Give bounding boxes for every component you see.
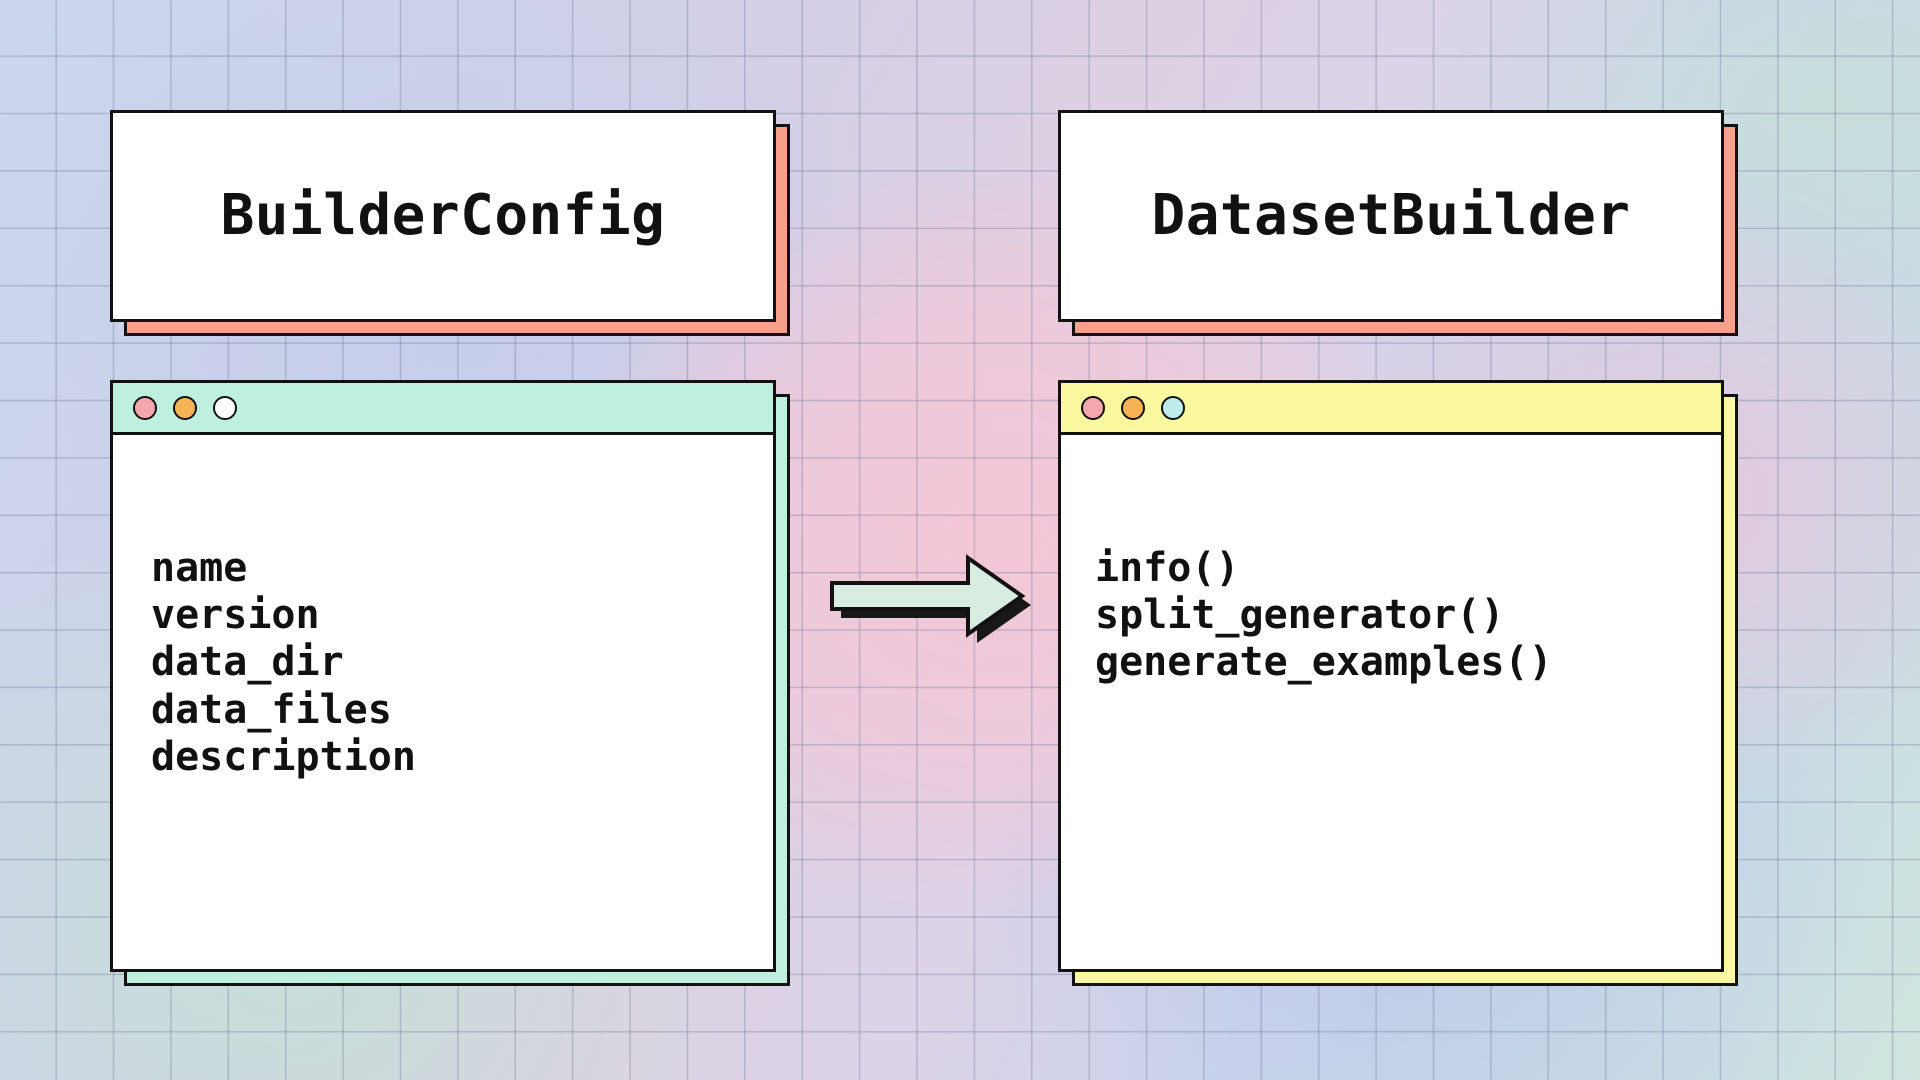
dataset-builder-body: info() split_generator() generate_exampl… — [1061, 435, 1721, 969]
traffic-light-maximize[interactable] — [1161, 395, 1185, 420]
builder-config-attribute-list: name version data_dir data_files descrip… — [151, 545, 773, 781]
list-item: name — [151, 545, 248, 591]
traffic-light-minimize[interactable] — [173, 395, 197, 420]
dataset-builder-titlebar[interactable] — [1061, 383, 1721, 435]
list-item: info() — [1095, 545, 1240, 591]
traffic-light-close[interactable] — [1081, 395, 1105, 420]
traffic-light-maximize[interactable] — [213, 395, 237, 420]
builder-config-window[interactable]: name version data_dir data_files descrip… — [110, 380, 776, 972]
flow-arrow — [822, 548, 1042, 648]
flow-arrow-body — [830, 554, 1026, 638]
builder-config-title: BuilderConfig — [220, 183, 666, 248]
list-item: version — [151, 592, 320, 639]
builder-config-titlebar[interactable] — [113, 383, 773, 435]
traffic-light-minimize[interactable] — [1121, 395, 1145, 420]
list-item: split_generator() — [1095, 592, 1505, 639]
flow-arrow-icon — [830, 554, 1031, 643]
dataset-builder-title: DatasetBuilder — [1151, 183, 1631, 248]
dataset-builder-header-card[interactable]: DatasetBuilder — [1058, 110, 1724, 322]
list-item: generate_examples() — [1095, 639, 1553, 686]
builder-config-header-card[interactable]: BuilderConfig — [110, 110, 776, 322]
list-item: data_dir — [151, 639, 344, 686]
dataset-builder-method-list: info() split_generator() generate_exampl… — [1095, 545, 1721, 687]
list-item: data_files — [151, 686, 392, 733]
traffic-light-close[interactable] — [133, 395, 157, 420]
list-item: description — [151, 733, 416, 780]
builder-config-body: name version data_dir data_files descrip… — [113, 435, 773, 969]
dataset-builder-window[interactable]: info() split_generator() generate_exampl… — [1058, 380, 1724, 972]
